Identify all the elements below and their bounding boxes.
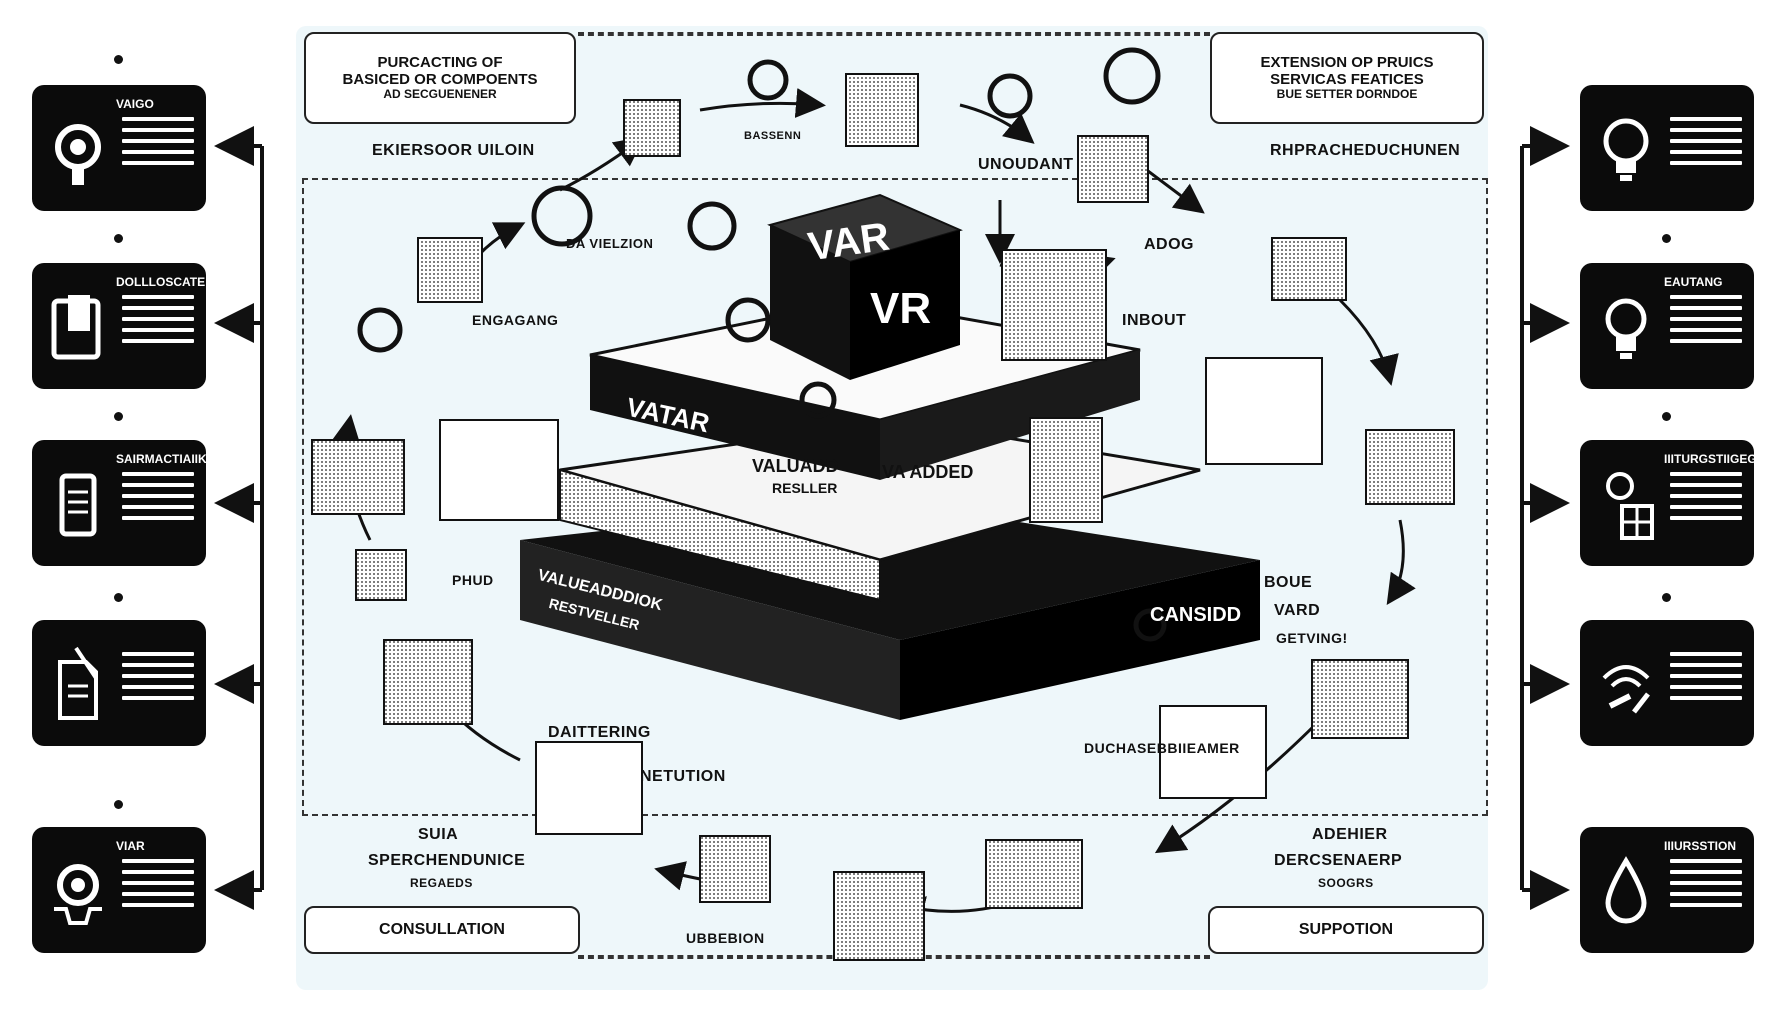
- left-card-5-title: VIAR: [116, 839, 145, 853]
- label-undduant: UNOUDANT: [978, 156, 1074, 173]
- purchasing-line-2: BASICED OR COMPOENTS: [342, 71, 538, 89]
- text-placeholder-lines: [122, 117, 194, 172]
- right-card-3: IIITURGSTIIGEGN: [1580, 440, 1765, 566]
- label-right-upper: RHPRACHEDUCHUNEN: [1270, 142, 1461, 159]
- right-card-2: EAUTANG: [1580, 263, 1754, 389]
- right-card-3-title: IIITURGSTIIGEGN: [1664, 452, 1766, 466]
- support-label: SUPPOTION: [1298, 920, 1394, 938]
- dot: [1662, 593, 1671, 602]
- lightbulb-icon: [1605, 298, 1647, 359]
- purchasing-line-3: AD SECGUENENER: [383, 87, 497, 102]
- dot: [1662, 234, 1671, 243]
- dashed-top-line: [578, 32, 1210, 36]
- dot: [114, 234, 123, 243]
- label-inbout: INBOUT: [1122, 312, 1187, 329]
- label-sperchendunce: SPERCHENDUNICE: [368, 852, 526, 869]
- label-getving: GETVING!: [1276, 630, 1348, 646]
- text-placeholder-lines: [1670, 117, 1742, 172]
- label-regaeds: REGAEDS: [410, 876, 473, 890]
- right-card-2-title: EAUTANG: [1664, 275, 1723, 289]
- right-card-1: [1580, 85, 1754, 211]
- dot: [114, 800, 123, 809]
- left-card-3-title: SAIRMACTIAIIK: [116, 452, 207, 466]
- gear-hand-icon: [54, 864, 102, 925]
- document-icon: [58, 646, 98, 720]
- hub-label-resller: RESLLER: [772, 480, 838, 496]
- label-boue: BOUE: [1264, 574, 1313, 591]
- dot: [114, 55, 123, 64]
- text-placeholder-lines: [1670, 472, 1742, 527]
- text-placeholder-lines: [122, 859, 194, 914]
- label-daitering: DAITTERING: [548, 724, 651, 741]
- left-card-4: [32, 620, 206, 746]
- extension-line-1: EXTENSION OP PRUICS: [1260, 53, 1434, 71]
- purchasing-box: PURCACTING OF BASICED OR COMPOENTS AD SE…: [304, 32, 576, 124]
- text-placeholder-lines: [122, 652, 194, 707]
- phone-icon: [59, 473, 97, 537]
- support-box: SUPPOTION: [1208, 906, 1484, 954]
- signal-tools-icon: [1602, 665, 1650, 714]
- extension-line-2: SERVICAS FEATICES: [1270, 71, 1424, 89]
- label-left-upper: EKIERSOOR UILOIN: [372, 142, 535, 159]
- label-dercsenarp: DERCSENAERP: [1274, 852, 1403, 869]
- extension-line-3: BUE SETTER DORNDOE: [1276, 87, 1418, 102]
- text-placeholder-lines: [1670, 295, 1742, 350]
- dot: [114, 412, 123, 421]
- lightbulb-icon: [1603, 118, 1649, 181]
- text-placeholder-lines: [1670, 652, 1742, 707]
- dot: [114, 593, 123, 602]
- purchasing-line-1: PURCACTING OF: [377, 53, 503, 71]
- label-adog: ADOG: [1144, 236, 1194, 253]
- extension-box: EXTENSION OP PRUICS SERVICAS FEATICES BU…: [1210, 32, 1484, 124]
- right-card-5: IIIURSSTION: [1580, 827, 1754, 953]
- left-card-2-title: DOLLLOSCATE: [116, 275, 206, 289]
- consultation-label: CONSULLATION: [379, 920, 505, 938]
- hub-label-cansidd: CANSIDD: [1150, 604, 1242, 626]
- right-card-4: [1580, 620, 1754, 746]
- droplet-icon: [1605, 856, 1647, 924]
- tablet-icon: [51, 295, 101, 360]
- label-da-vielzion: DA VIELZION: [566, 236, 654, 251]
- label-soogrs: SOOGRS: [1318, 876, 1374, 890]
- dot: [1662, 412, 1671, 421]
- left-card-1: VAIGO: [32, 85, 206, 211]
- left-card-3: SAIRMACTIAIIK: [32, 440, 207, 566]
- dashed-frame-inner: [302, 178, 1488, 816]
- gear-wrench-icon: [55, 124, 101, 185]
- label-duchrase: DUCHASEBBIIEAMER: [1084, 740, 1240, 756]
- cube-label-vr: VR: [870, 284, 932, 333]
- left-card-1-title: VAIGO: [116, 97, 154, 111]
- label-sua: SUIA: [418, 826, 459, 843]
- person-chart-icon: [1606, 472, 1654, 540]
- consultation-box: CONSULLATION: [304, 906, 580, 954]
- text-placeholder-lines: [122, 295, 194, 350]
- label-vard: VARD: [1274, 602, 1321, 619]
- text-placeholder-lines: [122, 472, 194, 527]
- label-bassenn: BASSENN: [744, 130, 802, 142]
- right-card-5-title: IIIURSSTION: [1664, 839, 1737, 853]
- label-engaging: ENGAGANG: [472, 312, 559, 328]
- label-adeher: ADEHIER: [1312, 826, 1388, 843]
- hub-label-va-added: VA ADDED: [882, 462, 974, 482]
- left-card-2: DOLLLOSCATE: [32, 263, 206, 389]
- text-placeholder-lines: [1670, 859, 1742, 914]
- label-phud: PHUD: [452, 572, 494, 588]
- hub-label-valuadd: VALUADD: [752, 456, 839, 476]
- left-card-5: VIAR: [32, 827, 206, 953]
- label-ubbebion: UBBEBION: [686, 930, 765, 946]
- label-netution: NETUTION: [640, 768, 726, 785]
